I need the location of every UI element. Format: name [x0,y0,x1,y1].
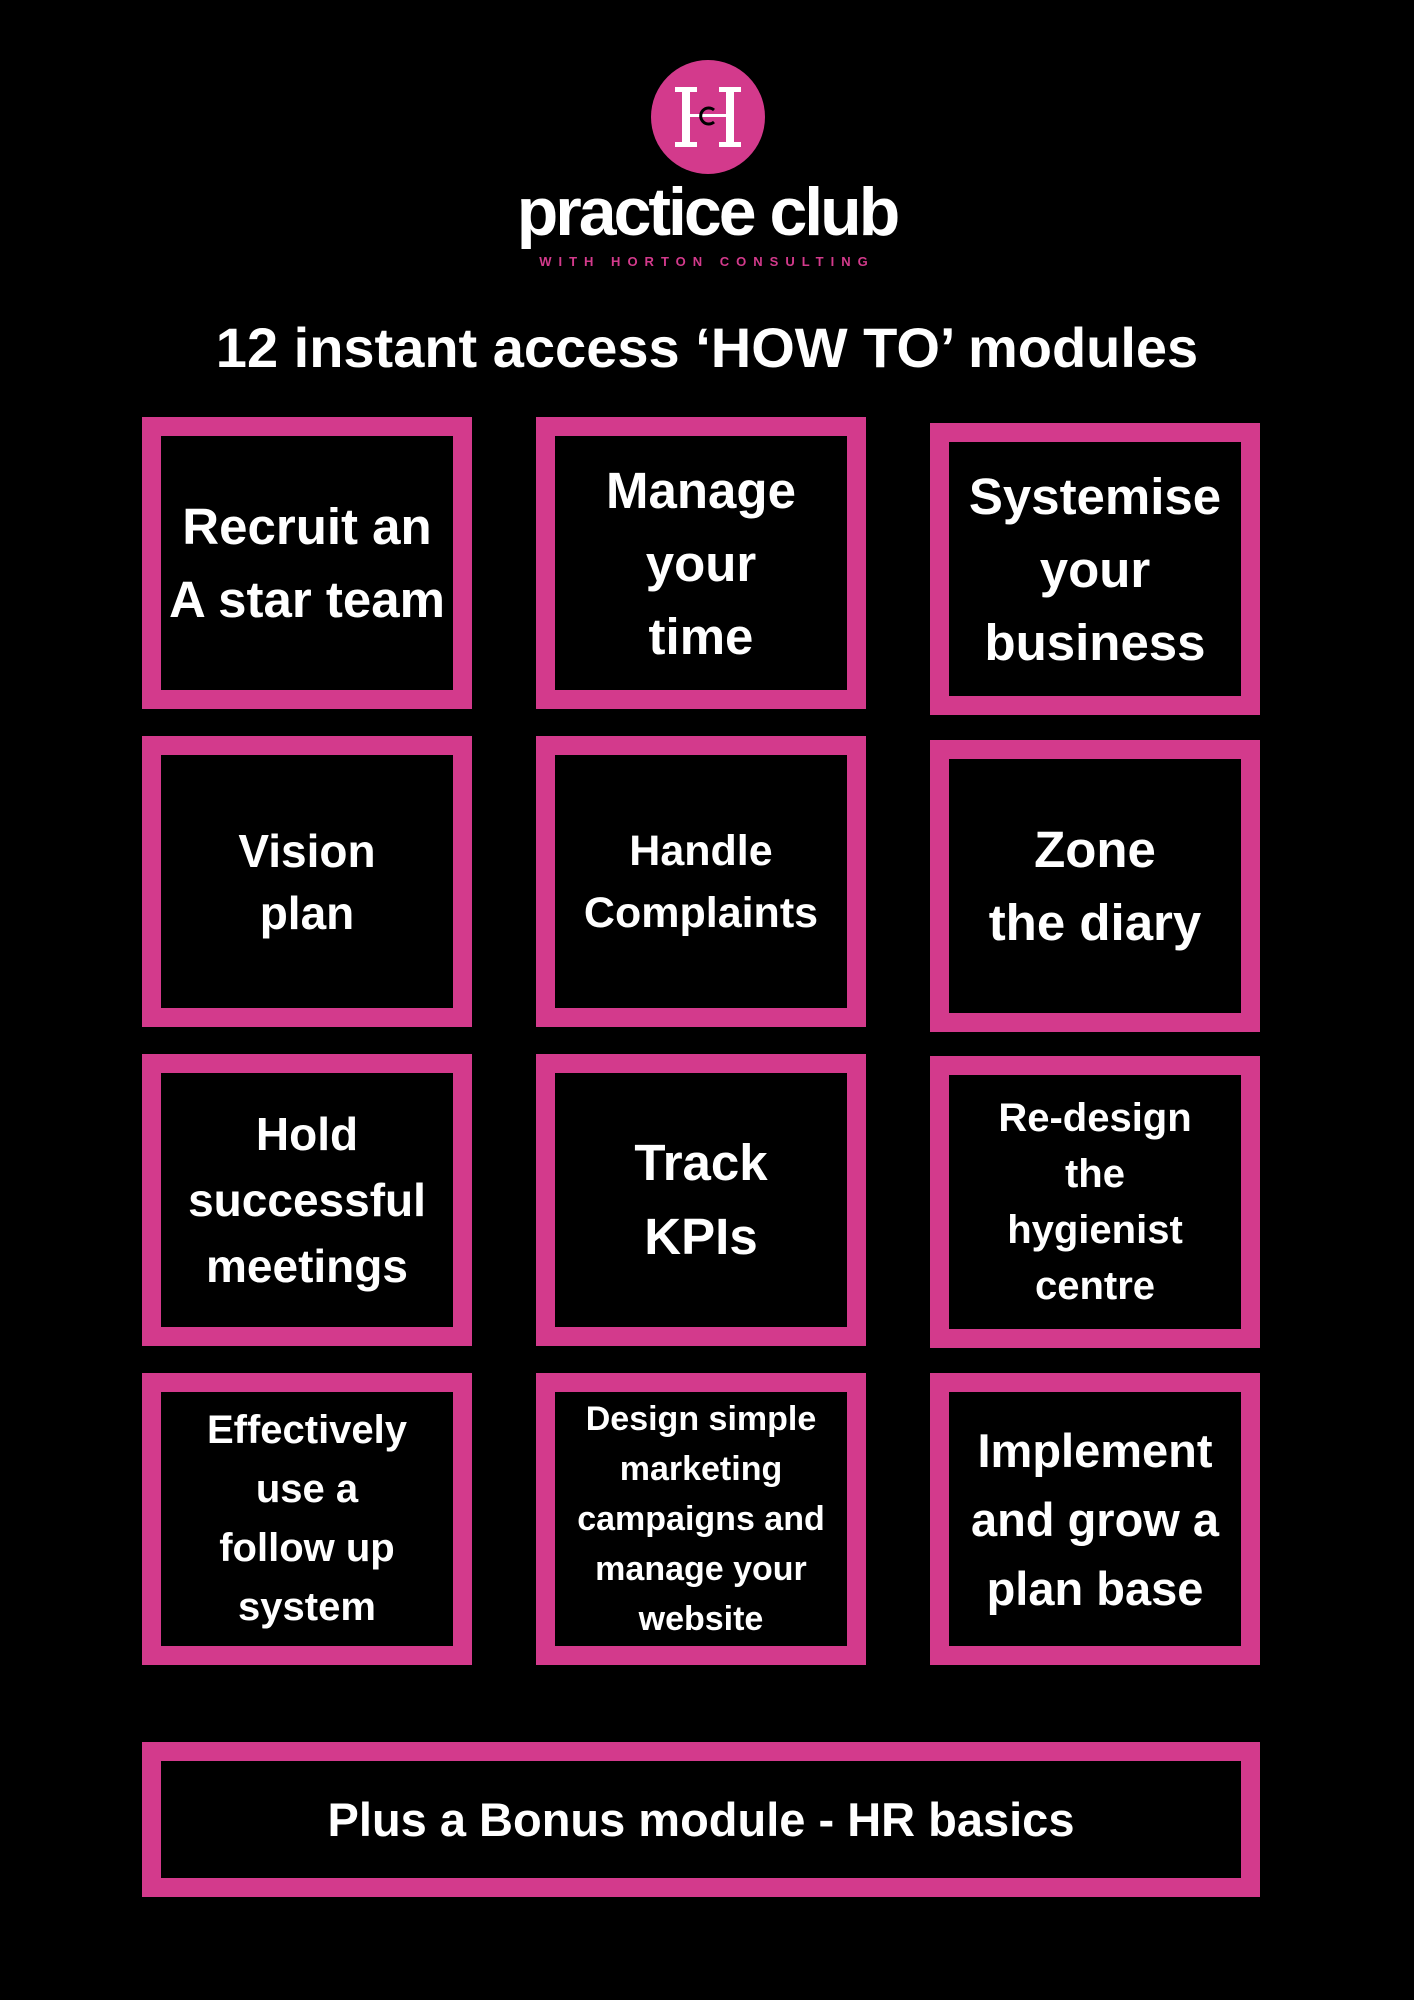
module-track-kpis: Track KPIs [536,1054,866,1346]
module-marketing-website: Design simple marketing campaigns and ma… [536,1373,866,1665]
module-label: Re-design the hygienist centre [998,1096,1192,1308]
module-zone-diary: Zone the diary [930,740,1260,1032]
logo-wordmark: practice club [516,174,901,250]
module-recruit-team: Recruit an A star team [142,417,472,709]
module-label: Design simple marketing campaigns and ma… [577,1400,825,1638]
bonus-label: Plus a Bonus module - HR basics [327,1792,1075,1846]
module-label: Systemise your business [968,467,1222,671]
bonus-module: Plus a Bonus module - HR basics [142,1742,1260,1897]
module-label: Track KPIs [634,1134,768,1265]
page-title: 12 instant access ‘HOW TO’ modules [215,316,1199,379]
module-systemise-business: Systemise your business [930,423,1260,715]
module-manage-time: Manage your time [536,417,866,709]
module-label: Effectively use a follow up system [206,1408,408,1629]
module-plan-base: Implement and grow a plan base [930,1373,1260,1665]
hc-monogram-icon [675,87,741,147]
module-label: Manage your time [606,461,796,665]
module-follow-up-system: Effectively use a follow up system [142,1373,472,1665]
module-label: Vision plan [238,824,376,939]
module-vision-plan: Vision plan [142,736,472,1027]
module-hold-meetings: Hold successful meetings [142,1054,472,1346]
module-label: Hold successful meetings [188,1108,426,1292]
module-label: Implement and grow a plan base [970,1423,1220,1615]
module-redesign-hygienist: Re-design the hygienist centre [930,1056,1260,1348]
logo-tagline: WITH HORTON CONSULTING [539,254,875,269]
logo-badge [651,60,765,174]
module-label: Zone the diary [988,821,1202,951]
module-handle-complaints: Handle Complaints [536,736,866,1027]
module-label: Handle Complaints [583,826,819,937]
module-label: Recruit an A star team [169,498,445,628]
